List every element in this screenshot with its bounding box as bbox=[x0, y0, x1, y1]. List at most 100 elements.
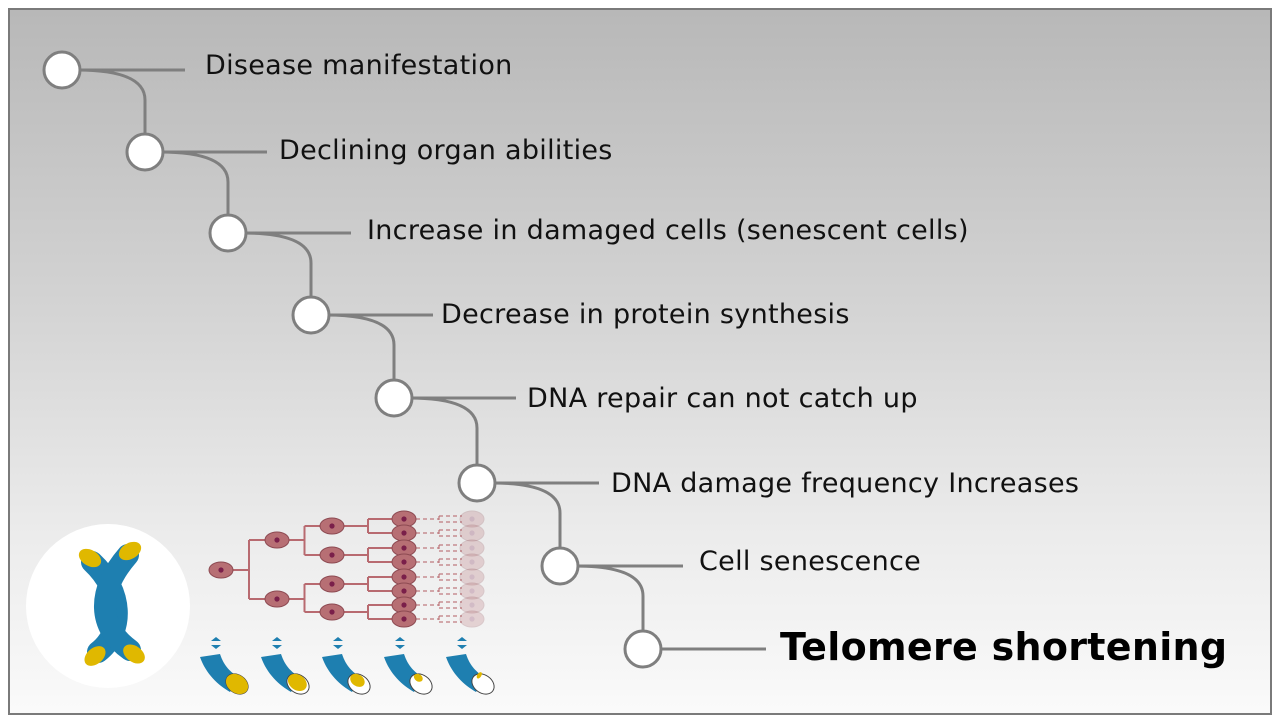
step-label-damaged-cells: Increase in damaged cells (senescent cel… bbox=[367, 215, 969, 246]
cell-generation-3 bbox=[391, 539, 417, 557]
cell-body bbox=[459, 582, 485, 600]
shrink-arrow-icon bbox=[211, 637, 221, 641]
shrink-arrow-icon bbox=[395, 637, 405, 641]
connector-curve bbox=[159, 150, 230, 215]
step-label-protein-synthesis: Decrease in protein synthesis bbox=[441, 299, 850, 330]
cell-nucleus bbox=[469, 602, 475, 608]
chromosome-illustration bbox=[26, 524, 190, 688]
chromosome-icon bbox=[78, 541, 145, 666]
cell-nucleus bbox=[401, 574, 407, 580]
telomere-cap bbox=[476, 672, 482, 679]
shrink-arrow-icon bbox=[395, 645, 405, 649]
step-label-declining-organ-abilities: Declining organ abilities bbox=[279, 135, 613, 166]
cell-nucleus bbox=[401, 559, 407, 565]
step-label-telomere-shortening: Telomere shortening bbox=[780, 625, 1228, 669]
shrink-arrow-icon bbox=[272, 637, 282, 641]
shrink-arrow-icon bbox=[272, 645, 282, 649]
cell-nucleus bbox=[469, 588, 475, 594]
cell-nucleus bbox=[218, 567, 224, 573]
shrink-arrow-icon bbox=[211, 645, 221, 649]
shrink-arrow-icon bbox=[333, 645, 343, 649]
cell-body bbox=[459, 596, 485, 614]
cell-nucleus bbox=[274, 537, 280, 543]
cell-generation-4-faded bbox=[459, 568, 485, 586]
step-label-disease-manifestation: Disease manifestation bbox=[205, 50, 513, 81]
chromosome-end bbox=[261, 637, 310, 695]
cell-nucleus bbox=[469, 530, 475, 536]
telomere-cap bbox=[84, 646, 106, 666]
cell-nucleus bbox=[329, 609, 335, 615]
connector-curve bbox=[325, 313, 396, 380]
connector-curve bbox=[491, 481, 562, 548]
step-node bbox=[42, 50, 82, 90]
cell-nucleus bbox=[329, 581, 335, 587]
step-node bbox=[374, 378, 414, 418]
cell-body bbox=[459, 553, 485, 571]
cell-body bbox=[459, 610, 485, 628]
cell-generation-3 bbox=[391, 553, 417, 571]
cell-generation-2 bbox=[319, 546, 345, 564]
cell-generation-1 bbox=[264, 590, 290, 608]
telomere-cap-outline bbox=[471, 673, 495, 695]
step-node bbox=[623, 629, 663, 669]
shrink-arrow-icon bbox=[333, 637, 343, 641]
cell-generation-1 bbox=[264, 531, 290, 549]
cell-nucleus bbox=[401, 516, 407, 522]
telomere-cap bbox=[225, 673, 249, 695]
step-nodes bbox=[42, 50, 663, 669]
step-node bbox=[457, 463, 497, 503]
telomere-cap bbox=[118, 541, 142, 561]
telomere-pathway-diagram bbox=[26, 50, 766, 695]
cell-generation-4-faded bbox=[459, 610, 485, 628]
step-label-cell-senescence: Cell senescence bbox=[699, 546, 922, 577]
cell-nucleus bbox=[469, 574, 475, 580]
chromosome-end bbox=[322, 637, 371, 695]
step-label-dna-repair: DNA repair can not catch up bbox=[527, 383, 918, 414]
step-node bbox=[540, 546, 580, 586]
cell-generation-4-faded bbox=[459, 582, 485, 600]
cell-generation-4-faded bbox=[459, 596, 485, 614]
cell-generation-4-faded bbox=[459, 553, 485, 571]
cell-generation-4-faded bbox=[459, 539, 485, 557]
telomere-cap bbox=[287, 673, 307, 692]
cell-nucleus bbox=[469, 559, 475, 565]
cell-nucleus bbox=[469, 616, 475, 622]
step-label-dna-damage-frequency: DNA damage frequency Increases bbox=[611, 468, 1080, 499]
cell-body bbox=[459, 539, 485, 557]
cell-nucleus bbox=[401, 602, 407, 608]
connector-curve bbox=[408, 396, 479, 465]
cell-generation-4-faded bbox=[459, 510, 485, 528]
cell-generation-4-faded bbox=[459, 524, 485, 542]
cell-nucleus bbox=[329, 523, 335, 529]
cell-nucleus bbox=[469, 516, 475, 522]
chromosome-end bbox=[200, 637, 249, 695]
connector-curve bbox=[574, 564, 645, 631]
cell-nucleus bbox=[329, 552, 335, 558]
cell-body bbox=[459, 524, 485, 542]
cell-division-lineage bbox=[208, 510, 485, 628]
cell-nucleus bbox=[401, 588, 407, 594]
cell-nucleus bbox=[274, 596, 280, 602]
chromosome-arm bbox=[94, 544, 141, 661]
cell-nucleus bbox=[401, 545, 407, 551]
chromosome-arm bbox=[81, 551, 128, 663]
connector-lines bbox=[62, 68, 766, 651]
step-node bbox=[125, 132, 165, 172]
cell-generation-2 bbox=[319, 603, 345, 621]
cell-nucleus bbox=[401, 616, 407, 622]
cell-nucleus bbox=[401, 530, 407, 536]
telomere-cap bbox=[350, 673, 365, 687]
cell-generation-0 bbox=[208, 561, 234, 579]
shrink-arrow-icon bbox=[457, 637, 467, 641]
step-node bbox=[208, 213, 248, 253]
chromosome-end bbox=[446, 637, 495, 695]
chromosome-end bbox=[384, 637, 433, 695]
connector-curve bbox=[242, 231, 313, 297]
telomere-cap bbox=[78, 548, 102, 568]
telomere-cap bbox=[413, 673, 423, 682]
cell-nucleus bbox=[469, 545, 475, 551]
diagram-frame: Disease manifestation Declining organ ab… bbox=[8, 8, 1272, 715]
cell-body bbox=[459, 568, 485, 586]
cell-body bbox=[459, 510, 485, 528]
cell-generation-3 bbox=[391, 524, 417, 542]
